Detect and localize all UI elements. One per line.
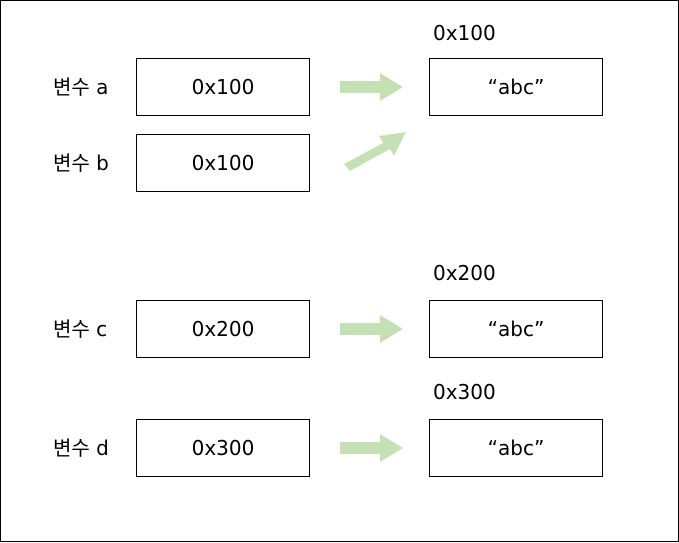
object-box-0x100: “abc”	[429, 58, 603, 116]
object-address-0x100: 0x100	[433, 21, 496, 45]
variable-box-a: 0x100	[136, 58, 310, 116]
arrow-b-icon	[344, 132, 406, 171]
object-box-0x200: “abc”	[429, 300, 603, 358]
object-box-0x300: “abc”	[429, 419, 603, 477]
variable-box-b: 0x100	[136, 134, 310, 192]
variable-box-c: 0x200	[136, 300, 310, 358]
variable-pointer-a: 0x100	[191, 75, 255, 99]
variable-label-b: 변수 b	[53, 151, 109, 175]
object-value-0x300: “abc”	[487, 436, 545, 460]
object-value-0x100: “abc”	[487, 75, 545, 99]
variable-label-d: 변수 d	[53, 436, 109, 460]
arrow-d-icon	[340, 434, 403, 462]
object-value-0x200: “abc”	[487, 317, 545, 341]
variable-label-c: 변수 c	[53, 317, 108, 341]
variable-pointer-b: 0x100	[191, 151, 255, 175]
variable-pointer-c: 0x200	[191, 317, 255, 341]
arrow-a-icon	[340, 73, 403, 101]
variable-box-d: 0x300	[136, 419, 310, 477]
object-address-0x300: 0x300	[433, 380, 496, 404]
arrow-c-icon	[340, 315, 403, 343]
object-address-0x200: 0x200	[433, 261, 496, 285]
variable-pointer-d: 0x300	[191, 436, 255, 460]
variable-label-a: 변수 a	[53, 75, 109, 99]
